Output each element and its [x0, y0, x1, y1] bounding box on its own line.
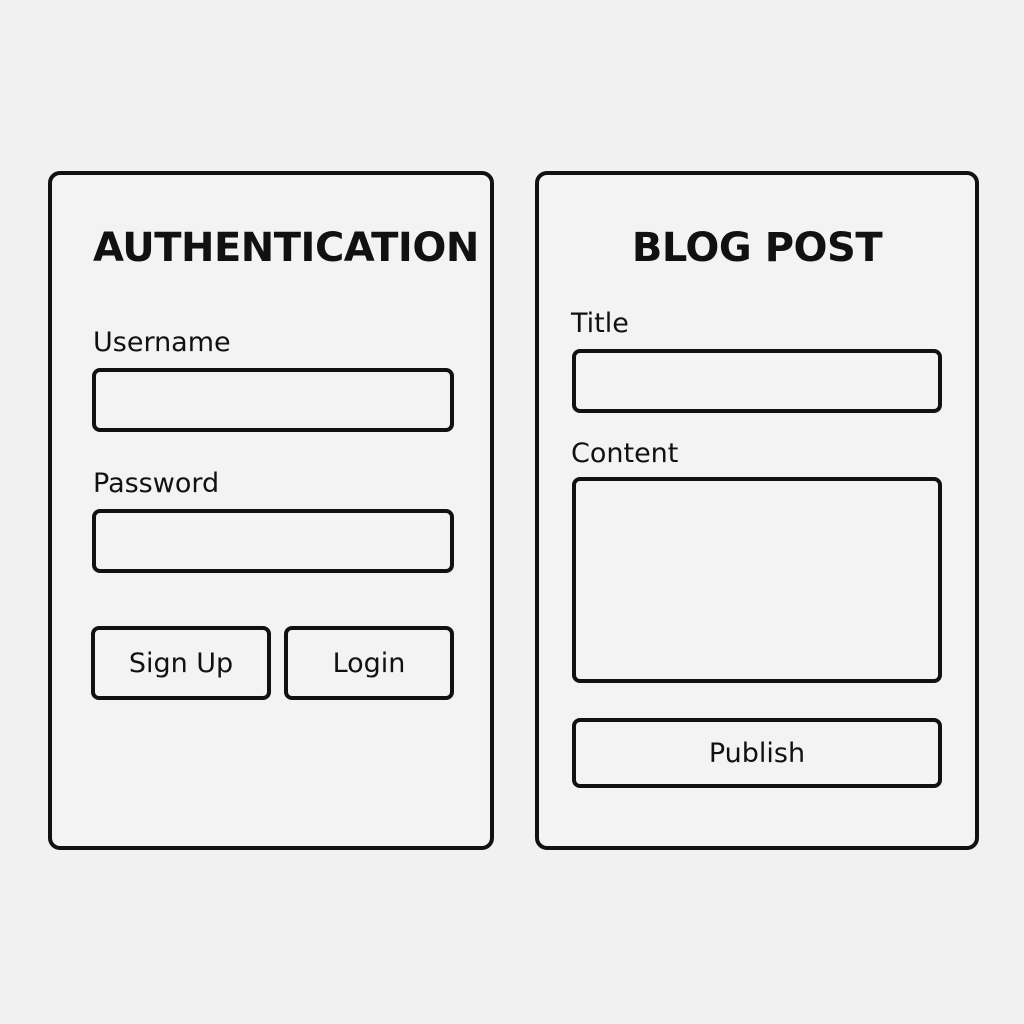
password-input[interactable]	[92, 509, 454, 573]
username-label: Username	[93, 327, 231, 358]
authentication-heading: AUTHENTICATION	[93, 225, 479, 271]
login-button[interactable]: Login	[284, 626, 454, 700]
blog-post-panel: BLOG POST Title Content Publish	[535, 171, 979, 850]
password-label: Password	[93, 468, 220, 499]
title-input[interactable]	[572, 349, 942, 413]
authentication-panel: AUTHENTICATION Username Password Sign Up…	[48, 171, 494, 850]
publish-button[interactable]: Publish	[572, 718, 942, 788]
blog-post-heading: BLOG POST	[631, 225, 883, 271]
username-input[interactable]	[92, 368, 454, 432]
title-label: Title	[571, 308, 629, 339]
content-textarea[interactable]	[572, 477, 942, 683]
content-label: Content	[571, 438, 679, 469]
sign-up-button[interactable]: Sign Up	[91, 626, 271, 700]
